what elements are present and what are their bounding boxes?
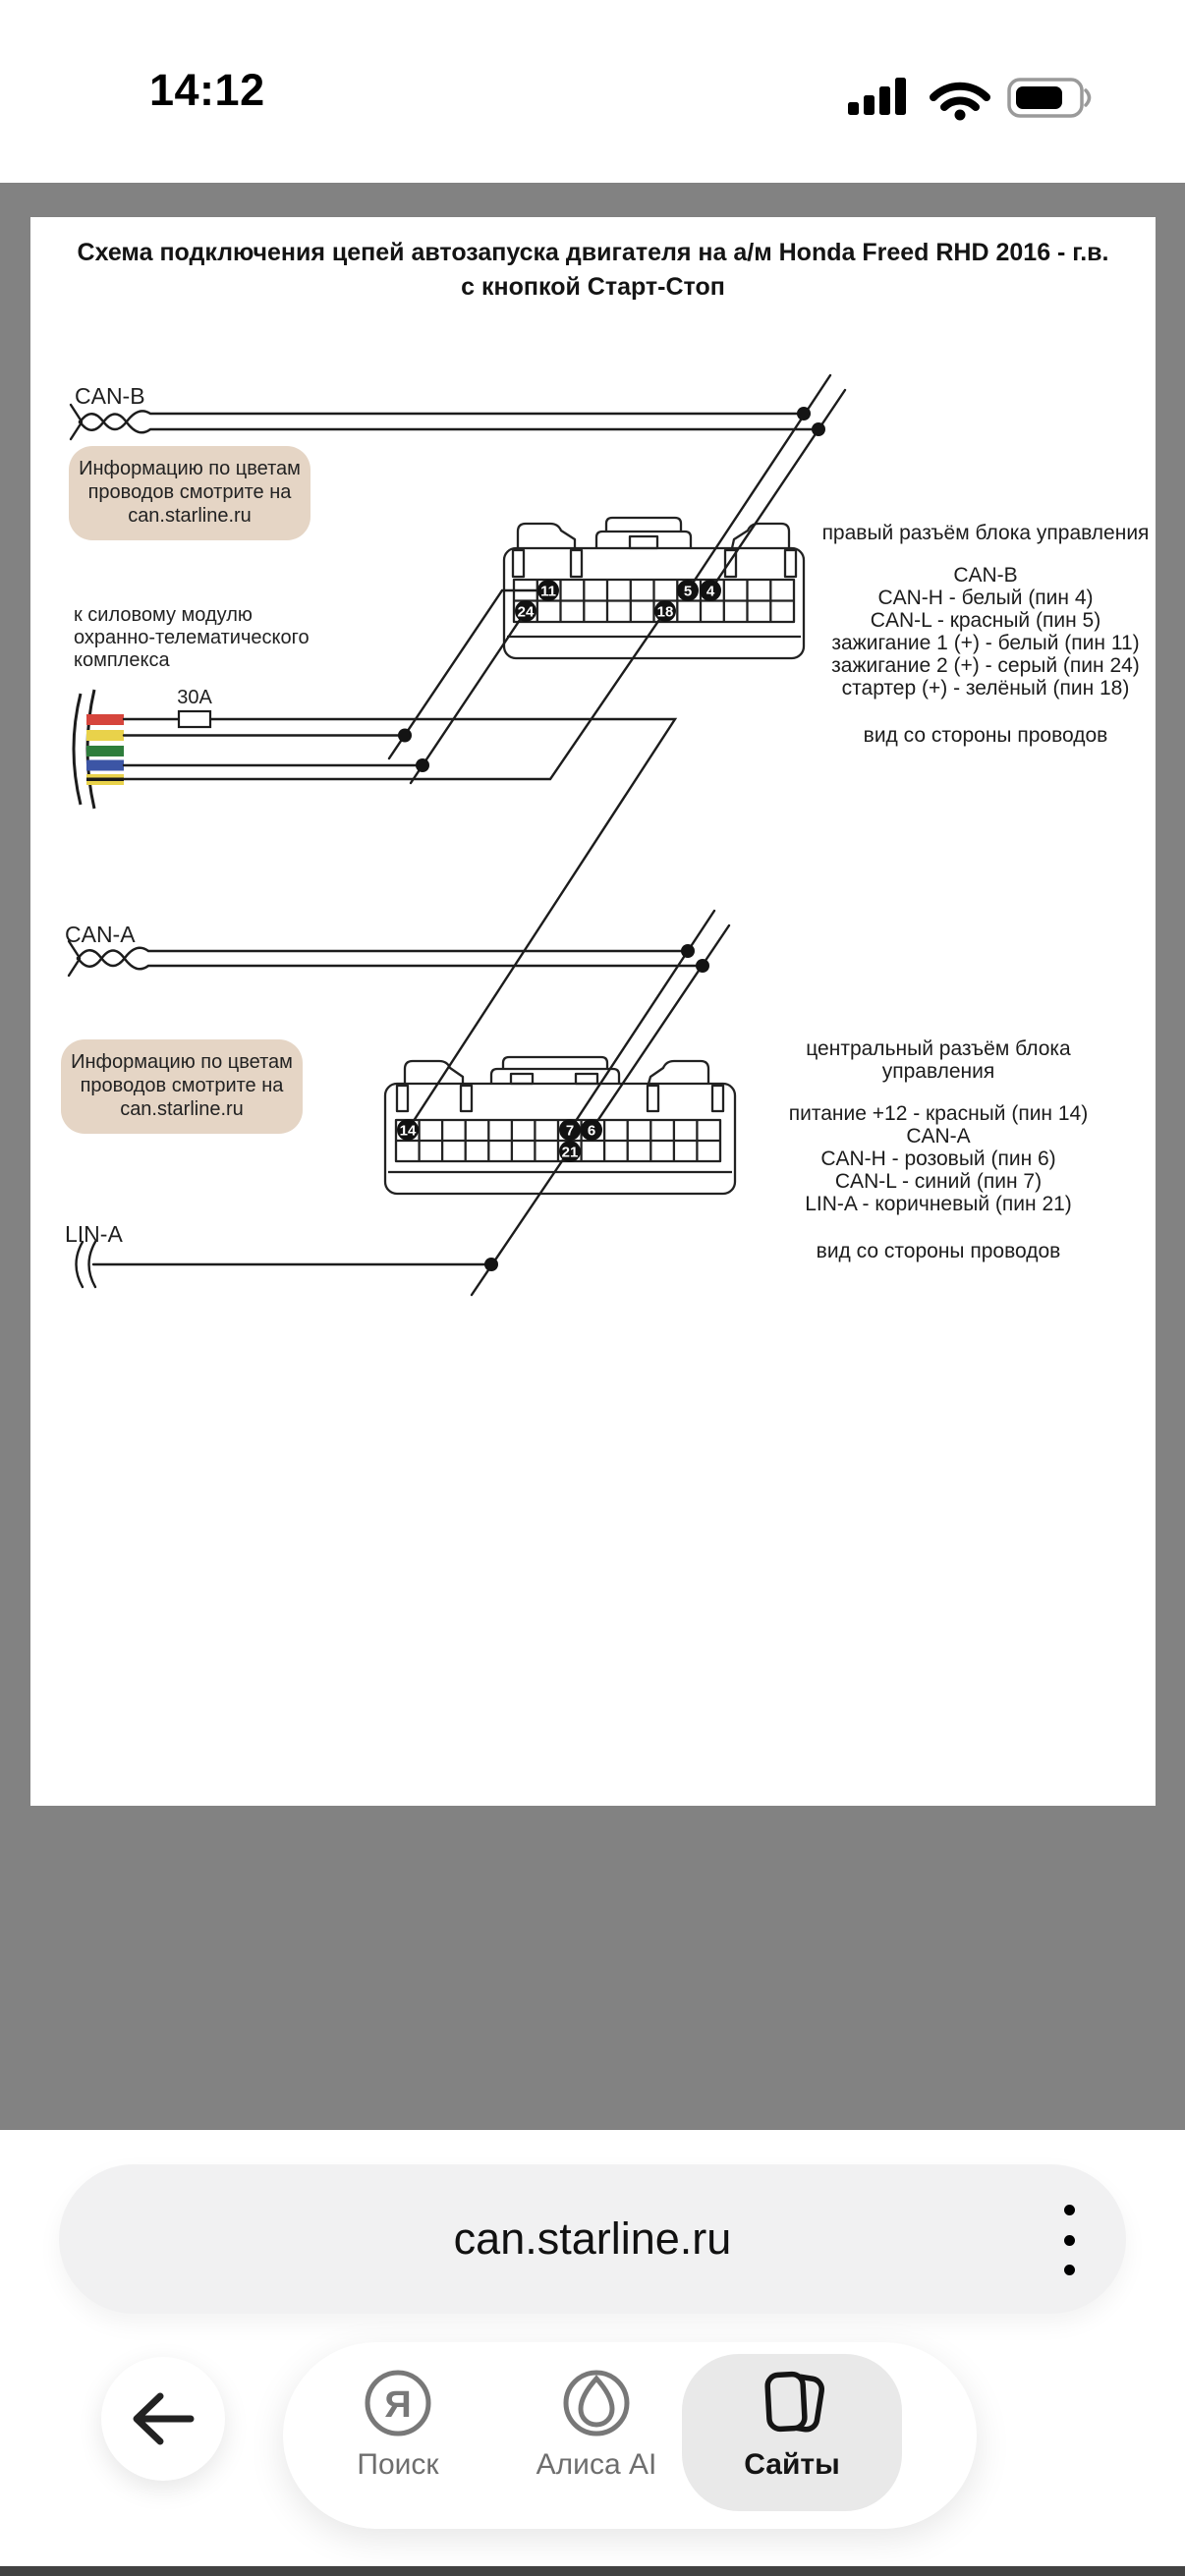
can-b-label: CAN-B bbox=[75, 383, 145, 409]
back-button[interactable] bbox=[101, 2357, 225, 2481]
fuse-label: 30A bbox=[177, 687, 212, 708]
dot bbox=[1063, 2205, 1075, 2215]
dot bbox=[1063, 2234, 1075, 2246]
menu-dots-button[interactable] bbox=[1057, 2205, 1081, 2275]
address-bar[interactable] bbox=[59, 2164, 1126, 2314]
power-module-note: к силовому модулю охранно-телематическог… bbox=[74, 604, 310, 671]
tab-search-label[interactable]: Поиск bbox=[357, 2448, 439, 2481]
cellular-signal-icon bbox=[848, 78, 906, 115]
right-connector-legend: правый разъём блока управления CAN-B CAN… bbox=[809, 522, 1162, 747]
central-connector-legend: центральный разъём блока управления пита… bbox=[762, 1037, 1115, 1262]
diagram-title-line1: Схема подключения цепей автозапуска двиг… bbox=[77, 239, 1109, 266]
wifi-icon bbox=[930, 82, 990, 121]
battery-icon bbox=[1007, 78, 1092, 118]
info-box-2: Информацию по цветам проводов смотрите н… bbox=[61, 1039, 303, 1134]
status-time: 14:12 bbox=[149, 65, 265, 115]
home-indicator-bar bbox=[0, 2566, 1185, 2576]
tab-sites-highlight[interactable] bbox=[682, 2354, 902, 2511]
wire-side-view-note: вид со стороны проводов bbox=[816, 1240, 1061, 1262]
diagram-title-line2: с кнопкой Старт-Стоп bbox=[461, 273, 725, 301]
wire-side-view-note: вид со стороны проводов bbox=[863, 724, 1108, 747]
can-a-label: CAN-A bbox=[65, 922, 136, 947]
central-connector-title: центральный разъём блока управления bbox=[806, 1037, 1071, 1083]
tab-alice-label[interactable]: Алиса AI bbox=[536, 2448, 657, 2481]
tab-sites-label[interactable]: Сайты bbox=[744, 2448, 840, 2481]
right-connector-title: правый разъём блока управления bbox=[821, 522, 1150, 544]
address-url[interactable]: can.starline.ru bbox=[453, 2213, 732, 2264]
dot bbox=[1063, 2265, 1075, 2275]
info-box-1: Информацию по цветам проводов смотрите н… bbox=[69, 446, 310, 540]
status-bar: 14:12 bbox=[0, 0, 1185, 183]
lin-a-label: LIN-A bbox=[65, 1221, 123, 1247]
browser-bottom-chrome: can.starline.ru Я П bbox=[0, 2130, 1185, 2576]
